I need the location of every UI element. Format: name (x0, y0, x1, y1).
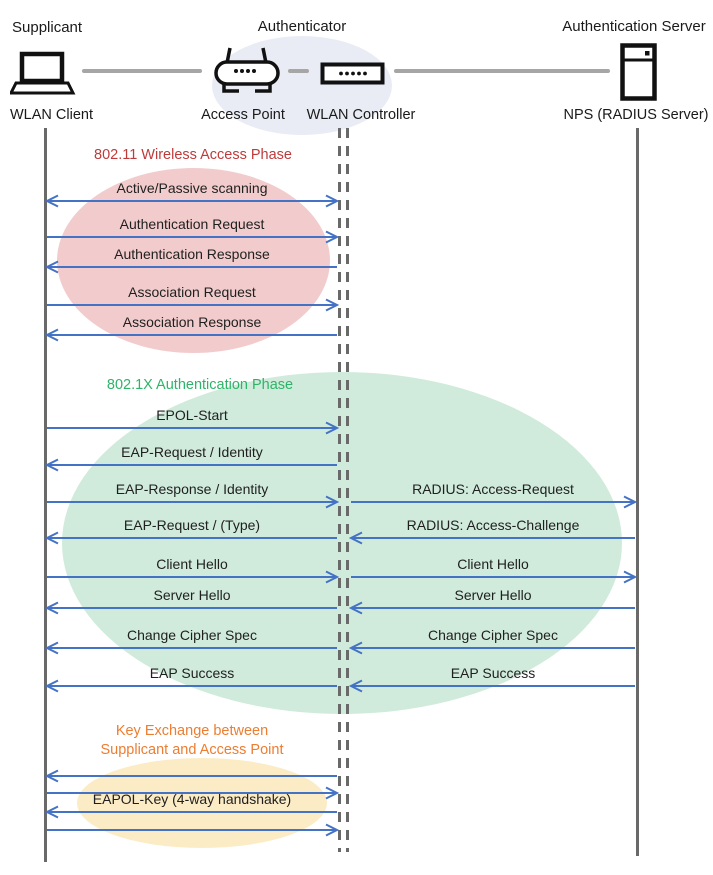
wlan-controller-icon (320, 62, 385, 85)
phase-key-exchange-ellipse (77, 758, 327, 848)
message-label: EAP-Response / Identity (115, 481, 269, 497)
message-arrow (47, 823, 340, 837)
message-label: EAP Success (450, 665, 536, 681)
message-arrow (47, 230, 340, 244)
message-label: Server Hello (153, 587, 231, 603)
message-label: EPOL-Start (156, 407, 228, 423)
message-arrow (351, 570, 638, 584)
message-label: RADIUS: Access-Request (412, 481, 574, 497)
message-arrow (351, 495, 638, 509)
message-arrow (348, 601, 635, 615)
message-arrow (44, 531, 337, 545)
authenticator-lifeline-right (346, 128, 349, 852)
ap-controller-link-line (288, 69, 309, 73)
message-label: Client Hello (156, 556, 228, 572)
message-arrow (44, 328, 337, 342)
phase-title-802-11: 802.11 Wireless Access Phase (94, 147, 292, 163)
controller-server-link-line (394, 69, 610, 73)
phase-title-key-exchange: Key Exchange between Supplicant and Acce… (100, 723, 284, 758)
message-arrow (44, 641, 337, 655)
access-point-label: Access Point (201, 107, 285, 123)
message-label: Association Request (128, 284, 256, 300)
message-arrow (44, 260, 337, 274)
message-arrow (44, 458, 337, 472)
server-icon (620, 43, 657, 101)
message-label: EAP Success (149, 665, 235, 681)
message-label: Authentication Response (114, 246, 270, 262)
phase-802-11-ellipse (57, 168, 330, 353)
message-label: EAPOL-Key (4-way handshake) (92, 791, 292, 807)
message-arrow (44, 601, 337, 615)
message-arrow (47, 298, 340, 312)
message-label: RADIUS: Access-Challenge (406, 517, 580, 533)
authenticator-lifeline-left (338, 128, 341, 852)
wlan-client-label: WLAN Client (10, 107, 93, 123)
message-arrow (47, 570, 340, 584)
authenticator-role-label: Authenticator (257, 18, 347, 35)
message-arrow (47, 786, 340, 800)
message-label: EAP-Request / Identity (121, 444, 263, 460)
message-label: Change Cipher Spec (428, 627, 558, 643)
message-arrow (44, 194, 340, 208)
nps-label: NPS (RADIUS Server) (563, 107, 709, 123)
message-arrow (47, 495, 340, 509)
message-label: Change Cipher Spec (127, 627, 257, 643)
auth-server-role-label: Authentication Server (562, 18, 706, 35)
message-arrow (44, 679, 337, 693)
message-arrow (44, 805, 337, 819)
wlan-controller-label: WLAN Controller (306, 107, 416, 123)
message-label: Client Hello (457, 556, 529, 572)
message-label: EAP-Request / (Type) (123, 517, 261, 533)
server-lifeline (636, 128, 639, 856)
supplicant-lifeline (44, 128, 47, 862)
message-arrow (47, 421, 340, 435)
message-label: Server Hello (454, 587, 532, 603)
access-point-icon (214, 47, 280, 93)
phase-title-802-1x: 802.1X Authentication Phase (106, 377, 294, 393)
supplicant-role-label: Supplicant (12, 19, 83, 36)
message-label: Authentication Request (119, 216, 265, 232)
message-label: Active/Passive scanning (116, 180, 268, 196)
laptop-icon (10, 51, 76, 95)
message-arrow (348, 641, 635, 655)
message-label: Association Response (122, 314, 262, 330)
message-arrow (44, 769, 337, 783)
client-ap-link-line (82, 69, 202, 73)
message-arrow (348, 679, 635, 693)
message-arrow (348, 531, 635, 545)
